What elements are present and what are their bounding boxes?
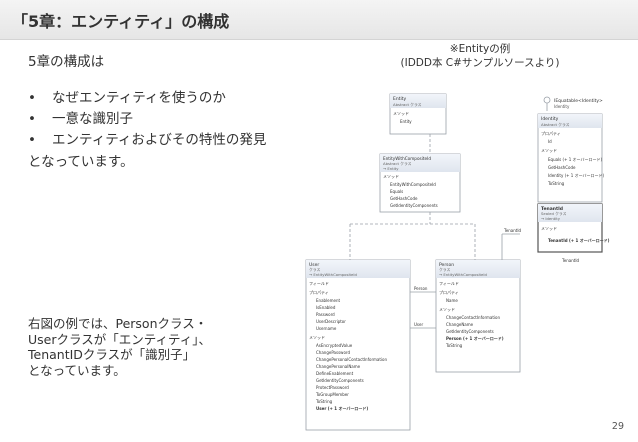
member-item: Equals [390, 189, 403, 194]
class-base: → EntityWithCompositeId [309, 272, 357, 277]
member-item: IsEnabled [316, 305, 336, 310]
section-label: プロパティ [439, 289, 459, 295]
class-name: User [309, 262, 319, 268]
member-item: ToGroupMember [315, 392, 349, 397]
bullet-list: •なぜエンティティを使うのか •一意な識別子 •エンティティおよびその特性の発見 [28, 88, 266, 151]
class-name: EntityWithCompositeId [383, 156, 431, 161]
caption: 右図の例では、Personクラス・ Userクラスが「エンティティ」、 Tena… [28, 316, 211, 378]
slide-header: 「5章：エンティティ」の構成 [0, 0, 638, 40]
entity-class-box: Entity Abstract クラス メソッド Entity [389, 93, 447, 135]
association-label: User [414, 322, 423, 327]
user-class-box: User クラス → EntityWithCompositeId フィールド プ… [305, 259, 411, 431]
member-item: ChangePersonalName [316, 364, 361, 369]
member-item: Password [316, 312, 335, 317]
member-item: EntityWithCompositeId [390, 182, 436, 187]
section-label: メソッド [383, 174, 399, 179]
class-base: → Entity [383, 166, 399, 171]
member-item: Identity (+ 1 オーバーロード) [548, 173, 605, 178]
caption-line: 右図の例では、Personクラス・ [28, 316, 208, 331]
bullet-item: •一意な識別子 [28, 109, 266, 130]
interface-lollipop [543, 96, 551, 104]
class-kind: Abstract クラス [393, 102, 422, 107]
bullet-dot: • [28, 111, 36, 127]
member-item: GetHashCode [548, 165, 576, 170]
identity-class-box: Identity Abstract クラス プロパティ Id メソッド Equa… [537, 113, 605, 203]
member-item: DefineEnablement [316, 371, 354, 376]
member-item: ToString [315, 399, 333, 404]
member-item: ToString [547, 181, 565, 186]
member-item: UserDescriptor [316, 319, 346, 324]
class-kind: Sealed クラス [541, 211, 567, 216]
member-item: Entity [400, 119, 412, 124]
member-item: GetIdentityComponents [390, 203, 438, 208]
member-item: Id [548, 139, 552, 144]
section-label: プロパティ [309, 289, 329, 295]
member-item: GetIdentityComponents [316, 378, 364, 383]
member-item: Equals (+ 1 オーバーロード) [548, 157, 602, 162]
example-heading: ※Entityの例 [449, 43, 511, 55]
slide-title: 「5章：エンティティ」の構成 [12, 12, 230, 31]
class-kind: Abstract クラス [383, 161, 412, 166]
member-item: GetHashCode [390, 196, 418, 201]
member-item: ToString [445, 343, 463, 348]
member-item: ChangeContactInformation [446, 315, 500, 320]
tenantid-class-box: TenantId Sealed クラス → Identity メソッド Tena… [537, 203, 610, 253]
section-label: フィールド [309, 281, 329, 286]
class-base: → Identity [541, 216, 561, 221]
association-label: Person [414, 286, 428, 291]
caption-line: となっています。 [28, 362, 126, 378]
class-base: → EntityWithCompositeId [439, 272, 487, 277]
member-item: Person (+ 1 オーバーロード) [446, 335, 504, 341]
section-label: メソッド [541, 226, 557, 231]
member-item: TenantId (+ 1 オーバーロード) [548, 237, 610, 243]
member-item: AsEncryptedValue [316, 343, 353, 348]
member-item: ChangePersonalContactInformation [316, 357, 388, 362]
class-diagram: IEquatable<Identity> Identity Entity Abs… [305, 93, 610, 431]
class-name: Entity [393, 96, 406, 102]
association-label: TenantId [561, 258, 579, 263]
section-label: フィールド [439, 281, 459, 286]
section-label: プロパティ [541, 130, 561, 136]
member-item: ChangeName [446, 322, 474, 327]
class-kind: Abstract クラス [541, 122, 570, 127]
class-name: Identity [541, 116, 559, 122]
association-label: TenantId [503, 228, 521, 233]
example-title: ※Entityの例 (IDDD本 C#サンプルソースより) [380, 42, 580, 70]
member-item: User (+ 1 オーバーロード) [316, 405, 368, 411]
caption-line: Userクラスが「エンティティ」、 [28, 331, 211, 347]
class-name: TenantId [541, 206, 563, 212]
class-kind: クラス [309, 267, 321, 272]
entity-with-composite-id-box: EntityWithCompositeId Abstract クラス → Ent… [379, 153, 461, 213]
bullet-item: •エンティティおよびその特性の発見 [28, 130, 266, 151]
example-subtitle: (IDDD本 C#サンプルソースより) [400, 57, 560, 69]
page-number: 29 [611, 421, 624, 432]
bullet-dot: • [28, 132, 36, 148]
member-item: Username [316, 326, 337, 331]
member-item: ProtectPassword [316, 385, 349, 390]
member-item: GetIdentityComponents [446, 329, 494, 334]
iequatable-name: IEquatable<Identity> [554, 98, 603, 104]
section-label: メソッド [439, 307, 455, 312]
closing-text: となっています。 [28, 154, 134, 170]
person-class-box: Person クラス → EntityWithCompositeId フィールド… [435, 259, 521, 373]
member-item: ChangePassword [316, 350, 350, 355]
caption-line: TenantIDクラスが「識別子」 [28, 347, 196, 362]
section-label: メソッド [393, 111, 409, 116]
section-label: メソッド [541, 148, 557, 153]
iequatable-sub: Identity [554, 104, 570, 109]
member-item: Name [446, 298, 458, 303]
bullet-item: •なぜエンティティを使うのか [28, 88, 266, 109]
lead-text: 5章の構成は [28, 54, 105, 70]
member-item: Enablement [316, 298, 341, 303]
class-name: Person [439, 262, 454, 268]
bullet-dot: • [28, 90, 36, 106]
section-label: メソッド [309, 335, 325, 340]
class-kind: クラス [439, 267, 451, 272]
